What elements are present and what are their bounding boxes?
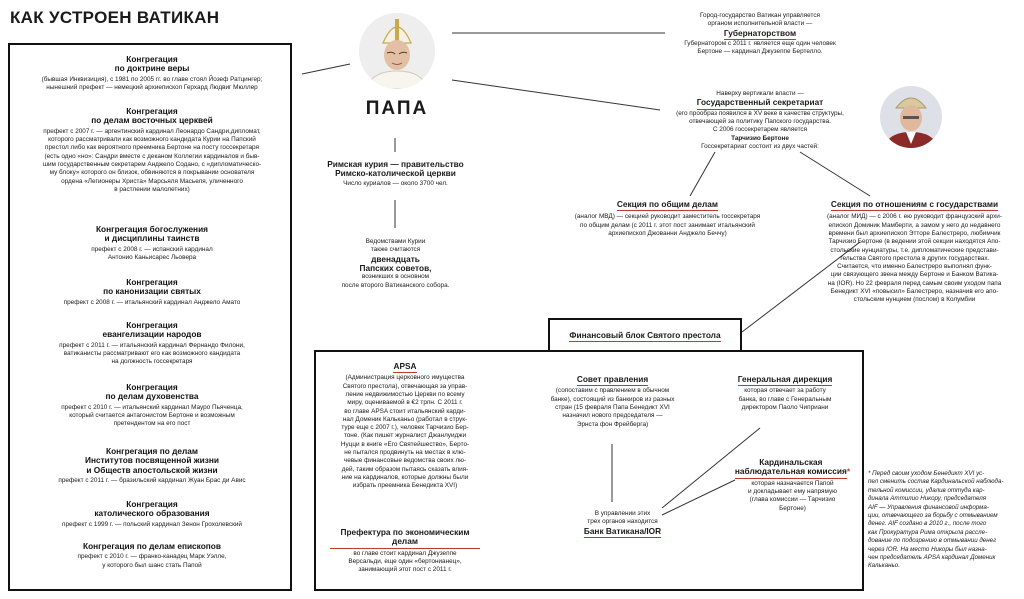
prefecture-text: во главе стоит кардинал Джузеппе Версаль…: [348, 549, 462, 574]
directorate-block: Генеральная дирекция которая отвечает за…: [720, 374, 850, 412]
general-section-text: (аналог МВД) — секцией руководит замести…: [574, 213, 761, 237]
congregation-saints: Конгрегация по канонизации святых префек…: [10, 277, 294, 307]
cardinal-figure-icon: [884, 97, 938, 148]
councils-block: Ведомствами Курии также считаются двенад…: [318, 238, 473, 290]
pope-portrait: [359, 13, 435, 89]
commission-title: Кардинальская наблюдательная комиссия: [734, 457, 847, 479]
finance-header-box: Финансовый блок Святого престола: [548, 318, 742, 352]
congregation-title: Конгрегация евангелизации народов: [102, 320, 202, 340]
governorate-pre: Город-государство Ватикан управляется ор…: [700, 12, 820, 28]
congregation-worship: Конгрегация богослужения и дисциплины та…: [10, 224, 294, 262]
bank-block: В управлении этих трех органов находится…: [565, 510, 680, 538]
congregation-consecrated-life: Конгрегация по делам Институтов посвящен…: [10, 446, 294, 486]
congregation-eastern-churches: Конгрегация по делам восточных церквей п…: [10, 106, 294, 194]
general-section-title: Секция по общим делам: [616, 199, 719, 212]
congregation-clergy: Конгрегация по делам духовенства префект…: [10, 382, 294, 429]
bank-pre: В управлении этих трех органов находится: [587, 510, 658, 526]
board-title: Совет правления: [576, 374, 649, 387]
governorate-block: Город-государство Ватикан управляется ор…: [660, 12, 860, 57]
board-block: Совет правления (сопоставим с правлением…: [540, 374, 685, 429]
secretariat-block: Наверху вертикали власти — Государственн…: [655, 90, 865, 151]
apsa-title: APSA: [393, 361, 417, 374]
pope-figure-icon: [366, 19, 428, 89]
relations-section: Секция по отношениям с государствами (ан…: [812, 199, 1017, 305]
congregation-text: (бывшая Инквизиция), с 1981 по 2005 гг. …: [41, 75, 263, 92]
congregation-text: префект с 2011 г. — бразильский кардинал…: [58, 477, 246, 485]
directorate-title: Генеральная дирекция: [737, 374, 833, 387]
page-title: КАК УСТРОЕН ВАТИКАН: [10, 8, 220, 27]
congregation-title: Конгрегация католического образования: [94, 499, 210, 519]
congregation-text: префект с 2011 г. — итальянский кардинал…: [59, 341, 245, 366]
congregation-title: Конгрегация по делам епископов: [83, 541, 221, 551]
congregation-title: Конгрегация по делам духовенства: [105, 382, 199, 402]
commission-block: Кардинальская наблюдательная комиссия* к…: [730, 457, 855, 513]
congregation-evangelization: Конгрегация евангелизации народов префек…: [10, 320, 294, 367]
congregation-text: префект с 2008 г. — итальянский кардинал…: [63, 298, 241, 306]
prefecture-title: Префектура по экономическим делам: [330, 527, 480, 549]
secretariat-post2: Госсекретариат состоит из двух частей:: [701, 142, 819, 150]
congregation-text: префект с 2008 г. — испанский кардинал А…: [91, 245, 213, 262]
secretariat-post: (его прообраз появился в XV веке в качес…: [676, 109, 844, 134]
congregation-text: префект с 2007 г. — аргентинский кардина…: [42, 127, 262, 193]
congregation-title: Конгрегация по делам Институтов посвящен…: [85, 446, 219, 475]
apsa-block: APSA (Администрация церковного имущества…: [330, 361, 480, 491]
line-pope-congregations: [301, 63, 351, 75]
congregation-text: префект с 2010 г. — итальянский кардинал…: [61, 403, 243, 428]
curia-block: Римская курия — правительство Римско-кат…: [318, 159, 473, 188]
directorate-text: которая отвечает за работу банка, во гла…: [738, 387, 832, 411]
line-secretariat-relations: [799, 151, 871, 197]
curia-subtitle: Число куриалов — около 3700 чел.: [343, 179, 448, 187]
congregations-box: Конгрегация по доктрине веры (бывшая Инк…: [8, 43, 292, 591]
line-pope-secretariat: [451, 79, 661, 111]
secretariat-title: Государственный секретариат: [696, 97, 824, 110]
congregation-bishops: Конгрегация по делам епископов префект с…: [10, 541, 294, 570]
finance-box: [314, 350, 864, 591]
line-relations-finance: [741, 241, 861, 333]
line-directorate-bank: [661, 427, 761, 509]
bank-title: Банк Ватикана/IOR: [583, 526, 662, 538]
congregation-title: Конгрегация по делам восточных церквей: [91, 106, 213, 126]
curia-title: Римская курия — правительство Римско-кат…: [327, 159, 464, 179]
councils-title: двенадцать Папских советов,: [359, 253, 432, 273]
secretariat-pre: Наверху вертикали власти —: [716, 90, 804, 97]
secretariat-name: Тарчизио Бертоне: [731, 134, 789, 142]
councils-post: возникших в основном после второго Ватик…: [341, 273, 450, 289]
councils-pre: Ведомствами Курии также считаются: [365, 238, 426, 254]
pope-label: ПАПА: [365, 98, 429, 119]
commission-footnote-mark: *: [846, 466, 851, 477]
line-commission-bank: [661, 479, 736, 516]
governorate-title: Губернаторством: [723, 28, 797, 40]
congregation-education: Конгрегация католического образования пр…: [10, 499, 294, 529]
relations-section-title: Секция по отношениям с государствами: [830, 199, 999, 212]
congregation-text: префект с 2010 г. — франко-канадец Марк …: [77, 553, 227, 569]
board-text: (сопоставим с правлением в обычном банке…: [550, 387, 675, 428]
congregation-text: префект с 1999 г. — польский кардинал Зе…: [61, 520, 243, 528]
commission-text: которая назначается Папой и докладывает …: [748, 479, 837, 512]
apsa-text: (Администрация церковного имущества Свят…: [340, 374, 470, 490]
prefecture-block: Префектура по экономическим делам во гла…: [330, 527, 480, 575]
footnote: * Перед своим уходом Бенедикт XVI ус- пе…: [868, 470, 1004, 570]
congregation-doctrine: Конгрегация по доктрине веры (бывшая Инк…: [10, 54, 294, 92]
relations-section-text: (аналог МИД) — с 2006 г. ею руководит фр…: [826, 213, 1002, 304]
congregation-title: Конгрегация богослужения и дисциплины та…: [95, 224, 209, 244]
bertone-portrait: [880, 86, 942, 148]
governorate-post: Губернатором с 2011 г. является еще один…: [684, 40, 836, 56]
finance-title: Финансовый блок Святого престола: [569, 330, 721, 343]
line-secretariat-general: [689, 151, 716, 197]
congregation-title: Конгрегация по канонизации святых: [103, 277, 201, 297]
congregation-title: Конгрегация по доктрине веры: [114, 54, 190, 74]
general-affairs-section: Секция по общим делам (аналог МВД) — сек…: [560, 199, 775, 238]
